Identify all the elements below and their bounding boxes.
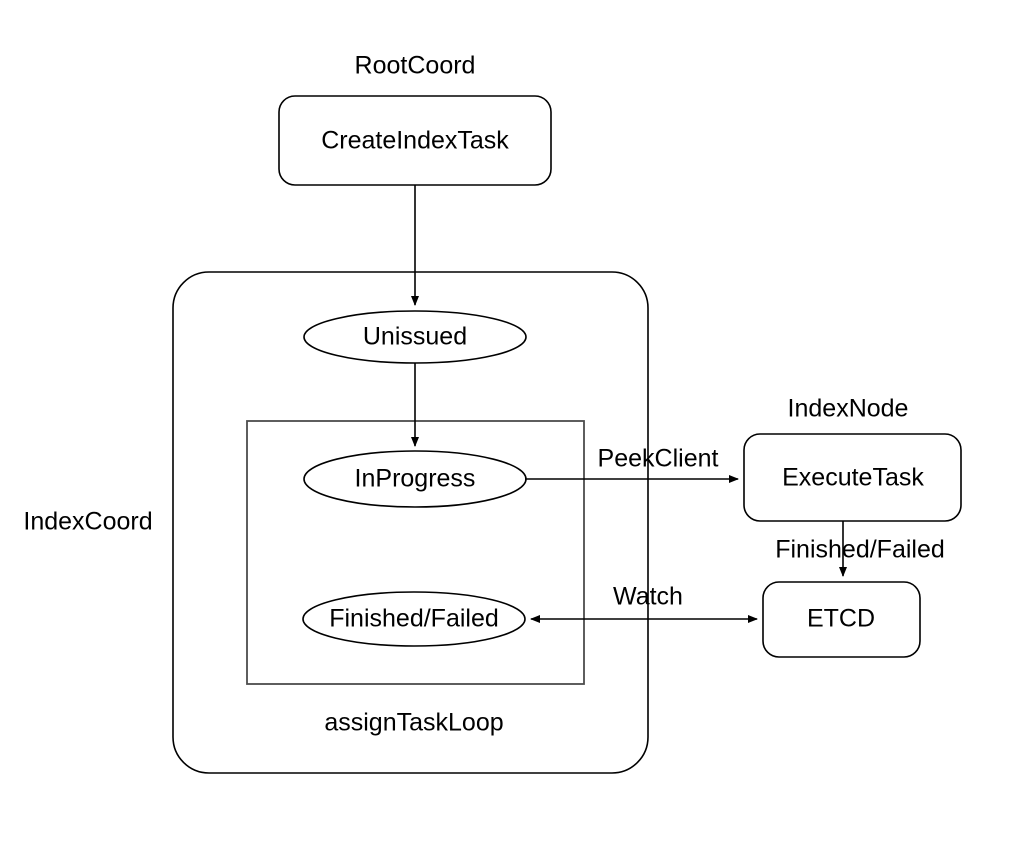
index-coord-group-label: IndexCoord xyxy=(23,508,152,536)
edge-label-watch: Watch xyxy=(613,583,683,611)
index-coord-container xyxy=(172,271,649,774)
etcd-box[interactable] xyxy=(762,581,921,658)
finished-failed-label: Finished/Failed xyxy=(329,605,499,633)
edge-label-peek-client: PeekClient xyxy=(598,445,719,473)
execute-task-label: ExecuteTask xyxy=(782,464,924,492)
finished-failed-ellipse[interactable] xyxy=(302,591,526,647)
in-progress-label: InProgress xyxy=(355,465,476,493)
assign-task-loop-group-label: assignTaskLoop xyxy=(324,709,503,737)
etcd-label: ETCD xyxy=(807,605,875,633)
edge-label-finished-failed: Finished/Failed xyxy=(775,536,945,564)
execute-task-box[interactable] xyxy=(743,433,962,522)
unissued-label: Unissued xyxy=(363,323,467,351)
index-node-group-label: IndexNode xyxy=(788,395,909,423)
root-coord-group-label: RootCoord xyxy=(355,52,476,80)
create-index-task-label: CreateIndexTask xyxy=(321,127,509,155)
